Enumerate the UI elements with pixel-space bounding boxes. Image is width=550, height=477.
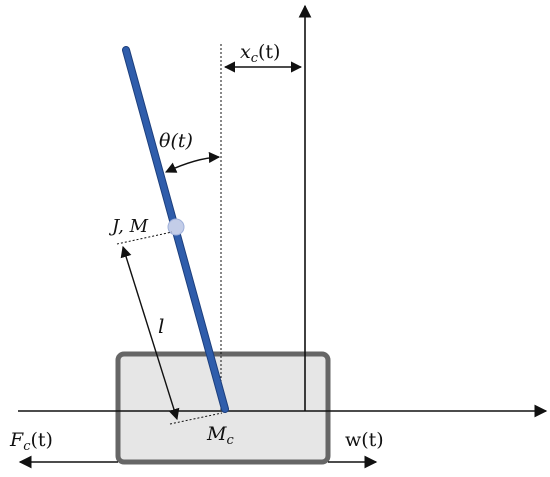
length-ref-bottom: [169, 412, 223, 425]
inertia-mass-label: J, M: [108, 216, 149, 237]
force-fc-label: Fc(t): [9, 429, 53, 454]
theta-label: θ(t): [159, 130, 193, 152]
cart-mass-label: Mc: [206, 423, 234, 448]
xc-label: xc(t): [240, 41, 280, 66]
theta-angle-arc: [164, 151, 221, 173]
center-of-mass-point: [167, 218, 185, 236]
length-dimension-arrow: [120, 245, 180, 421]
disturbance-w-label: w(t): [345, 429, 384, 451]
length-label: l: [158, 314, 164, 338]
length-ref-top: [116, 231, 173, 245]
